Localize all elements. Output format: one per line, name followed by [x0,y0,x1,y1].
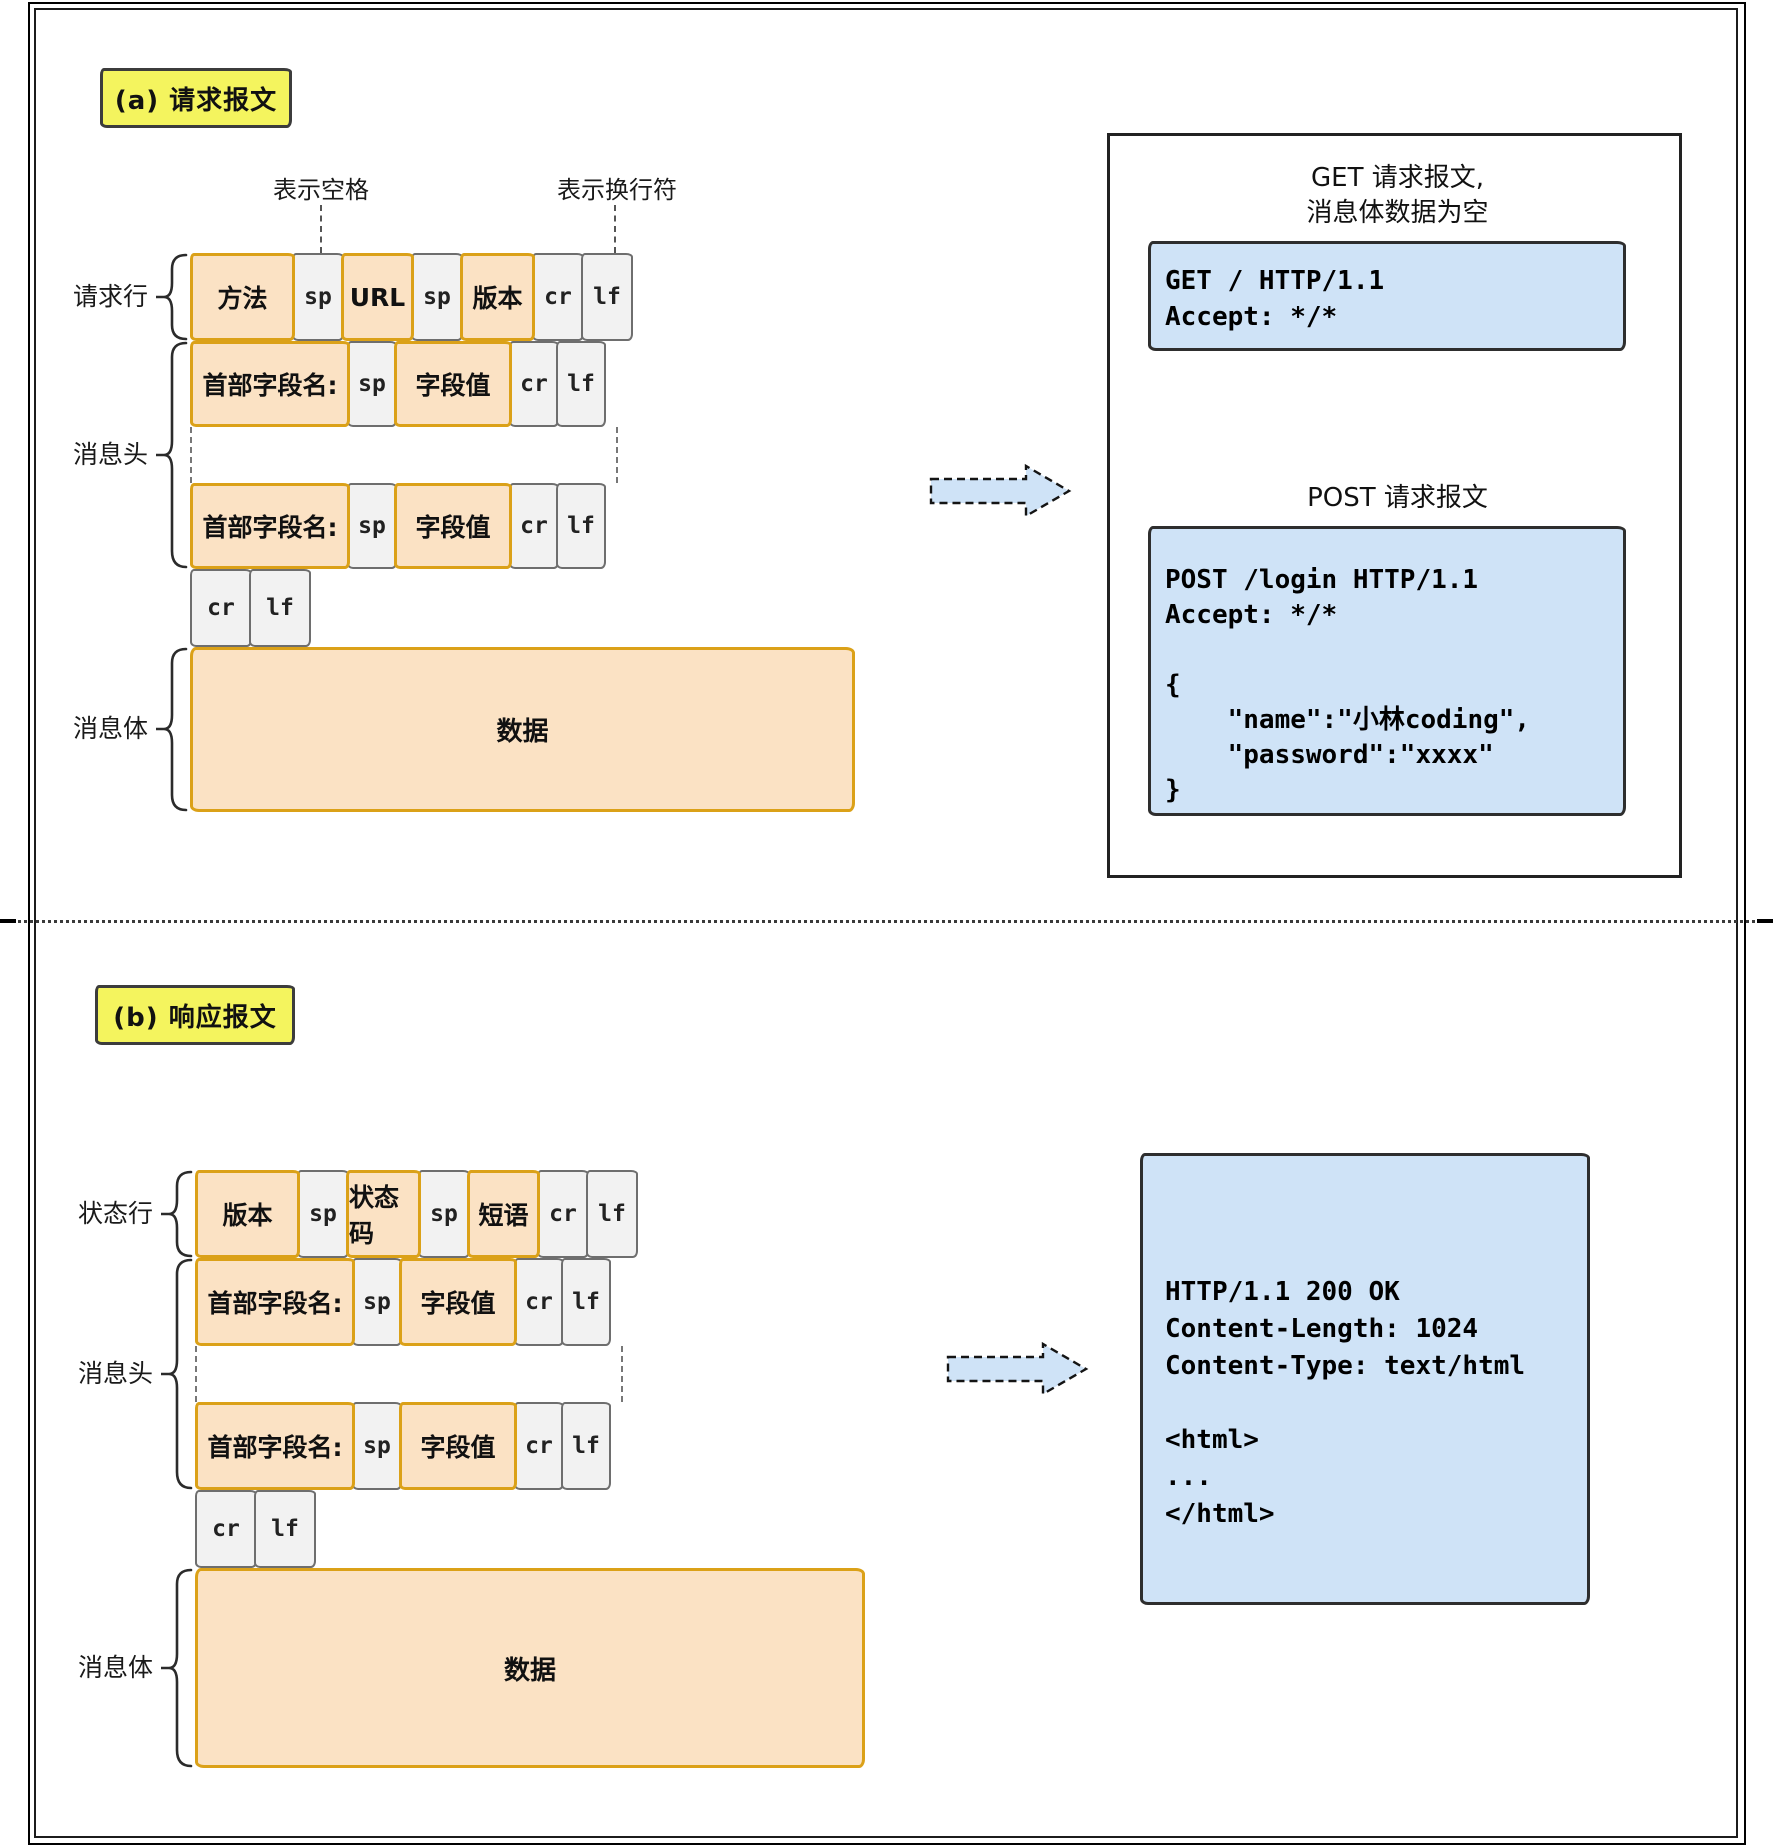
cell-cr: cr [190,569,252,647]
divider-tick-right [1757,919,1773,923]
cell-sp: sp [292,253,344,341]
request-line-label: 请求行 [72,282,148,311]
cell-header-value: 字段值 [399,1402,517,1490]
crlf-row: cr lf [190,569,311,647]
cell-lf: lf [556,483,606,569]
cell-sp: sp [347,341,397,427]
cell-cr: cr [195,1490,257,1568]
cell-header-name: 首部字段名: [190,341,350,427]
status-line-label: 状态行 [77,1199,153,1228]
header-row: 首部字段名: sp 字段值 cr lf [195,1402,611,1490]
cell-version: 版本 [460,253,535,341]
cell-sp: sp [352,1402,402,1490]
section-divider [0,920,1773,923]
brace-body [161,1568,193,1768]
cell-header-name: 首部字段名: [190,483,350,569]
cell-header-value: 字段值 [394,483,512,569]
response-example-box: HTTP/1.1 200 OK Content-Length: 1024 Con… [1140,1153,1590,1605]
header-gap-dash-left [195,1346,197,1402]
cell-lf: lf [249,569,311,647]
get-example-title: GET 请求报文, 消息体数据为空 [1306,163,1489,228]
annotation-space-dash-line [320,205,322,253]
brace-headers [156,341,188,569]
brace-status-line [161,1170,193,1258]
body-label: 消息体 [72,714,148,743]
cell-header-value: 字段值 [399,1258,517,1346]
cell-header-name: 首部字段名: [195,1402,355,1490]
cell-cr: cr [509,483,559,569]
headers-label: 消息头 [72,440,148,469]
page-frame-inner [34,8,1738,1838]
post-example-box: POST /login HTTP/1.1 Accept: */* { "name… [1148,526,1626,816]
post-example-code: POST /login HTTP/1.1 Accept: */* { "name… [1165,565,1531,805]
request-line-row: 方法 sp URL sp 版本 cr lf [190,253,633,341]
crlf-row: cr lf [195,1490,316,1568]
cell-lf: lf [556,341,606,427]
brace-headers [161,1258,193,1490]
cell-lf: lf [581,253,633,341]
cell-lf: lf [254,1490,316,1568]
response-example-code: HTTP/1.1 200 OK Content-Length: 1024 Con… [1165,1277,1526,1529]
status-line-row: 版本 sp 状态码 sp 短语 cr lf [195,1170,638,1258]
get-example-code: GET / HTTP/1.1 Accept: */* [1165,266,1385,332]
post-example-title: POST 请求报文 [1307,483,1488,513]
page-frame-outer [28,2,1746,1845]
cell-lf: lf [586,1170,638,1258]
cell-sp: sp [297,1170,349,1258]
cell-method: 方法 [190,253,295,341]
annotation-newline-dash-line [614,205,616,253]
cell-cr: cr [537,1170,589,1258]
cell-cr: cr [514,1402,564,1490]
brace-body [156,647,188,812]
cell-cr: cr [514,1258,564,1346]
body-label: 消息体 [77,1653,153,1682]
section-b-tag: (b) 响应报文 [95,985,295,1045]
annotation-newline-label: 表示换行符 [557,176,677,204]
headers-label: 消息头 [77,1359,153,1388]
header-row: 首部字段名: sp 字段值 cr lf [190,341,606,427]
header-gap-dash-left [190,427,192,483]
arrow-right-icon [946,1341,1089,1397]
cell-cr: cr [532,253,584,341]
cell-status-code: 状态码 [346,1170,421,1258]
cell-url: URL [341,253,414,341]
cell-lf: lf [561,1258,611,1346]
cell-sp: sp [347,483,397,569]
cell-phrase: 短语 [467,1170,540,1258]
brace-request-line [156,253,188,341]
header-row: 首部字段名: sp 字段值 cr lf [190,483,606,569]
cell-sp: sp [418,1170,470,1258]
cell-header-value: 字段值 [394,341,512,427]
arrow-right-icon [929,463,1072,519]
header-gap-dash-right [621,1346,623,1402]
request-body-data-box: 数据 [190,647,855,812]
cell-sp: sp [411,253,463,341]
get-example-box: GET / HTTP/1.1 Accept: */* [1148,241,1626,351]
cell-sp: sp [352,1258,402,1346]
cell-version: 版本 [195,1170,300,1258]
header-row: 首部字段名: sp 字段值 cr lf [195,1258,611,1346]
request-examples-container: GET 请求报文, 消息体数据为空 GET / HTTP/1.1 Accept:… [1107,133,1682,878]
header-gap-dash-right [616,427,618,483]
annotation-space-label: 表示空格 [273,176,369,204]
divider-tick-left [0,919,16,923]
cell-cr: cr [509,341,559,427]
cell-lf: lf [561,1402,611,1490]
section-a-tag: (a) 请求报文 [100,68,292,128]
response-body-data-box: 数据 [195,1568,865,1768]
cell-header-name: 首部字段名: [195,1258,355,1346]
